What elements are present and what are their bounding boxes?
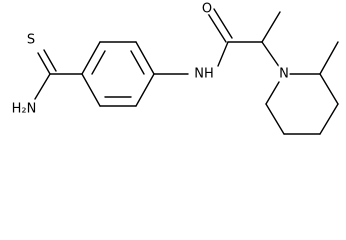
- piperidine-ring: [265, 41, 339, 135]
- amide-group: [153, 8, 263, 75]
- propanoyl-chain: [261, 11, 281, 69]
- atom-label-oxygen: O: [202, 2, 212, 17]
- ring-bond: [265, 103, 285, 135]
- bond-c-n: [34, 73, 51, 100]
- ring-bond: [135, 41, 155, 75]
- ring-double-bond: [130, 50, 145, 75]
- atom-label-amine: H₂N: [12, 102, 37, 117]
- bond-c-o-2: [213, 8, 233, 39]
- bond-alpha-n: [261, 41, 281, 69]
- chemical-structure: S H₂N NH O N: [10, 0, 339, 135]
- ring-double-bond: [91, 50, 106, 75]
- atom-label-amide-nh: NH: [194, 67, 214, 82]
- bond-c-s-2: [43, 49, 57, 72]
- benzene-ring: [81, 41, 155, 107]
- bond-c-s-1: [37, 52, 51, 75]
- atom-label-sulfur: S: [27, 33, 35, 48]
- bond-c-o-1: [206, 11, 227, 43]
- ring-bond: [319, 73, 339, 105]
- bond-ring-methyl: [319, 41, 339, 75]
- ring-bond: [319, 103, 339, 135]
- ring-bond: [135, 73, 155, 107]
- bond-alpha-methyl: [261, 11, 281, 43]
- ring-bond: [81, 41, 101, 75]
- ring-bond: [81, 73, 101, 107]
- atom-label-piperidine-n: N: [279, 67, 289, 82]
- thioamide-group: [34, 49, 83, 100]
- ring-bond: [265, 81, 280, 105]
- bond-n-carbonyl: [217, 41, 229, 67]
